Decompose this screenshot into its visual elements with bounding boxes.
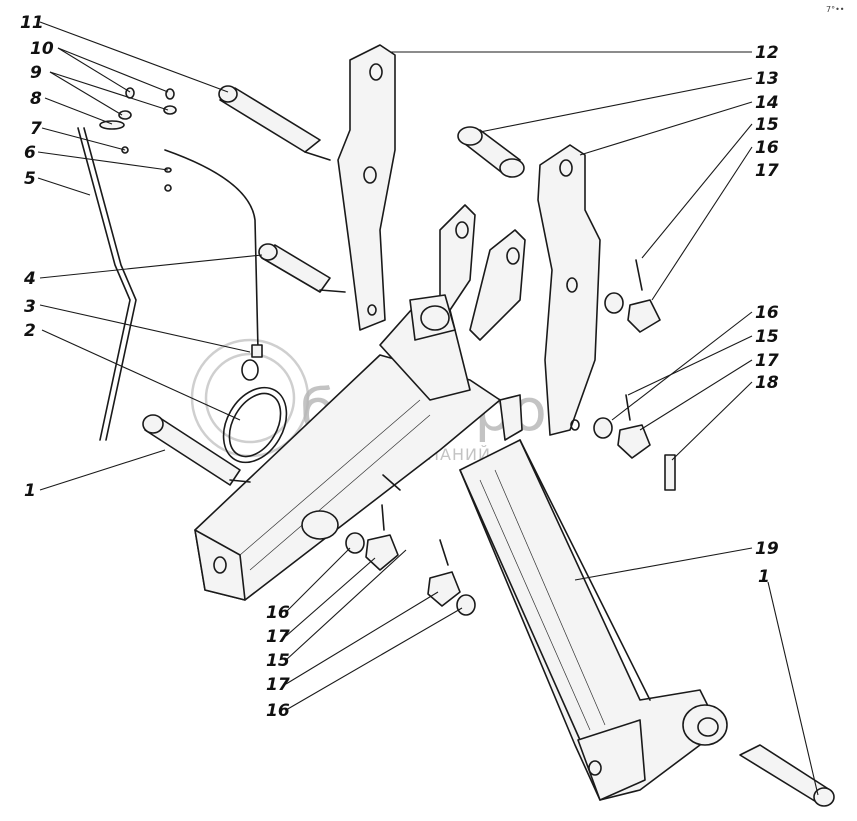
callout-3: 3 <box>24 297 36 317</box>
callout-labels: 11 10 9 8 7 6 5 4 3 2 1 12 13 14 15 16 1… <box>20 13 779 721</box>
tower-mount <box>379 204 526 441</box>
callout-18: 18 <box>755 373 779 393</box>
callout-16-mid: 16 <box>755 303 779 323</box>
callout-17-bottom: 17 <box>266 627 290 647</box>
leader-lines <box>37 21 819 796</box>
callout-19: 19 <box>755 539 779 559</box>
callout-5: 5 <box>24 169 36 189</box>
callout-2: 2 <box>24 321 36 341</box>
callout-12: 12 <box>755 43 779 63</box>
nut-washer-group-bottom <box>345 474 476 616</box>
cable-3 <box>164 149 263 381</box>
pin-11 <box>218 85 331 161</box>
pin-4 <box>258 243 346 293</box>
callout-11: 11 <box>20 13 44 33</box>
plate-12 <box>337 44 396 331</box>
callout-10: 10 <box>30 39 54 59</box>
pin-1-left <box>142 414 251 486</box>
callout-14: 14 <box>755 93 779 113</box>
callout-13: 13 <box>755 69 779 89</box>
corner-mark: 7°•• <box>826 5 845 14</box>
frame-beam-19 <box>459 439 728 801</box>
small-hardware <box>99 87 177 192</box>
callout-9: 9 <box>30 63 42 83</box>
plate-14 <box>537 144 601 436</box>
ring-2 <box>222 386 288 464</box>
callout-17-mid: 17 <box>755 351 779 371</box>
callout-8: 8 <box>30 89 42 109</box>
callout-1-left: 1 <box>24 481 36 501</box>
callout-16-top: 16 <box>755 138 779 158</box>
cross-beam <box>194 354 501 601</box>
callout-15-mid: 15 <box>755 327 779 347</box>
callout-15-top: 15 <box>755 115 779 135</box>
pin-1-right <box>739 744 835 807</box>
callout-4: 4 <box>23 269 36 289</box>
callout-17-top: 17 <box>755 161 779 181</box>
callout-6: 6 <box>24 143 36 163</box>
callout-7: 7 <box>30 119 42 139</box>
callout-16-bottom: 16 <box>266 603 290 623</box>
nut-washer-group-right <box>593 259 676 491</box>
callout-1-right: 1 <box>758 567 770 587</box>
callout-16-bottom-2: 16 <box>266 701 290 721</box>
rod-5 <box>77 127 137 441</box>
callout-17-bottom-2: 17 <box>266 675 290 695</box>
callout-15-bottom: 15 <box>266 651 290 671</box>
bushing-13 <box>457 126 525 178</box>
